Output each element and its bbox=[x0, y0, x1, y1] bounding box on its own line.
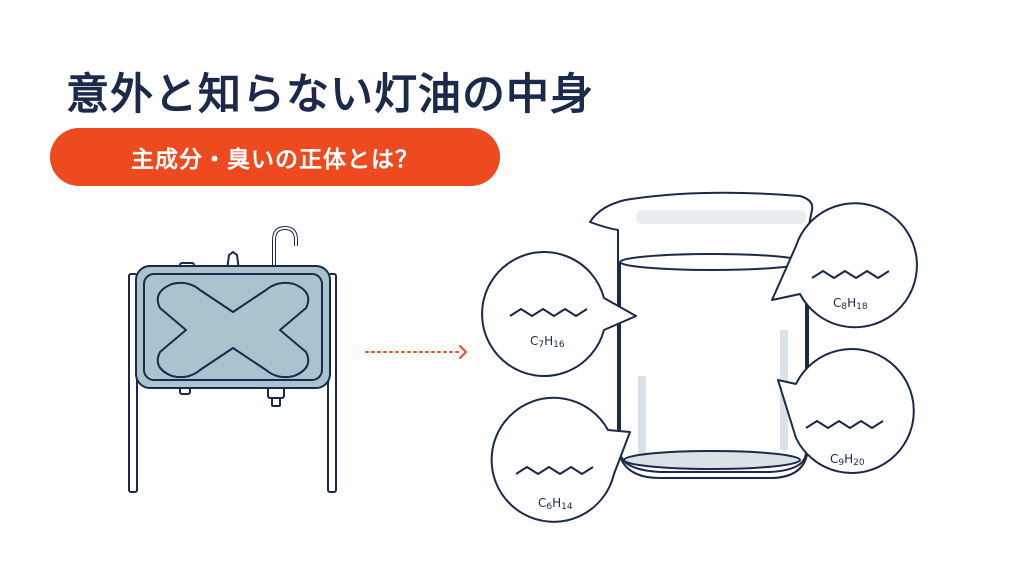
kerosene-tank-icon bbox=[128, 226, 337, 493]
arrow-right-icon bbox=[365, 345, 467, 359]
formula-c6h14: C6H14 bbox=[538, 496, 573, 512]
bubble-c6h14 bbox=[490, 396, 631, 523]
bubble-c8h18 bbox=[771, 202, 918, 329]
bubble-c9h20 bbox=[777, 348, 915, 474]
bubble-c7h16 bbox=[481, 251, 637, 377]
formula-c7h16: C7H16 bbox=[530, 334, 565, 350]
formula-c9h20: C9H20 bbox=[830, 452, 865, 468]
page-title: 意外と知らない灯油の中身 bbox=[66, 70, 594, 120]
beaker-icon bbox=[589, 191, 814, 479]
molecule-bubble-icon bbox=[481, 202, 918, 523]
formula-c8h18: C8H18 bbox=[833, 296, 868, 312]
subtitle-badge: 主成分・臭いの正体とは？ bbox=[50, 128, 500, 186]
